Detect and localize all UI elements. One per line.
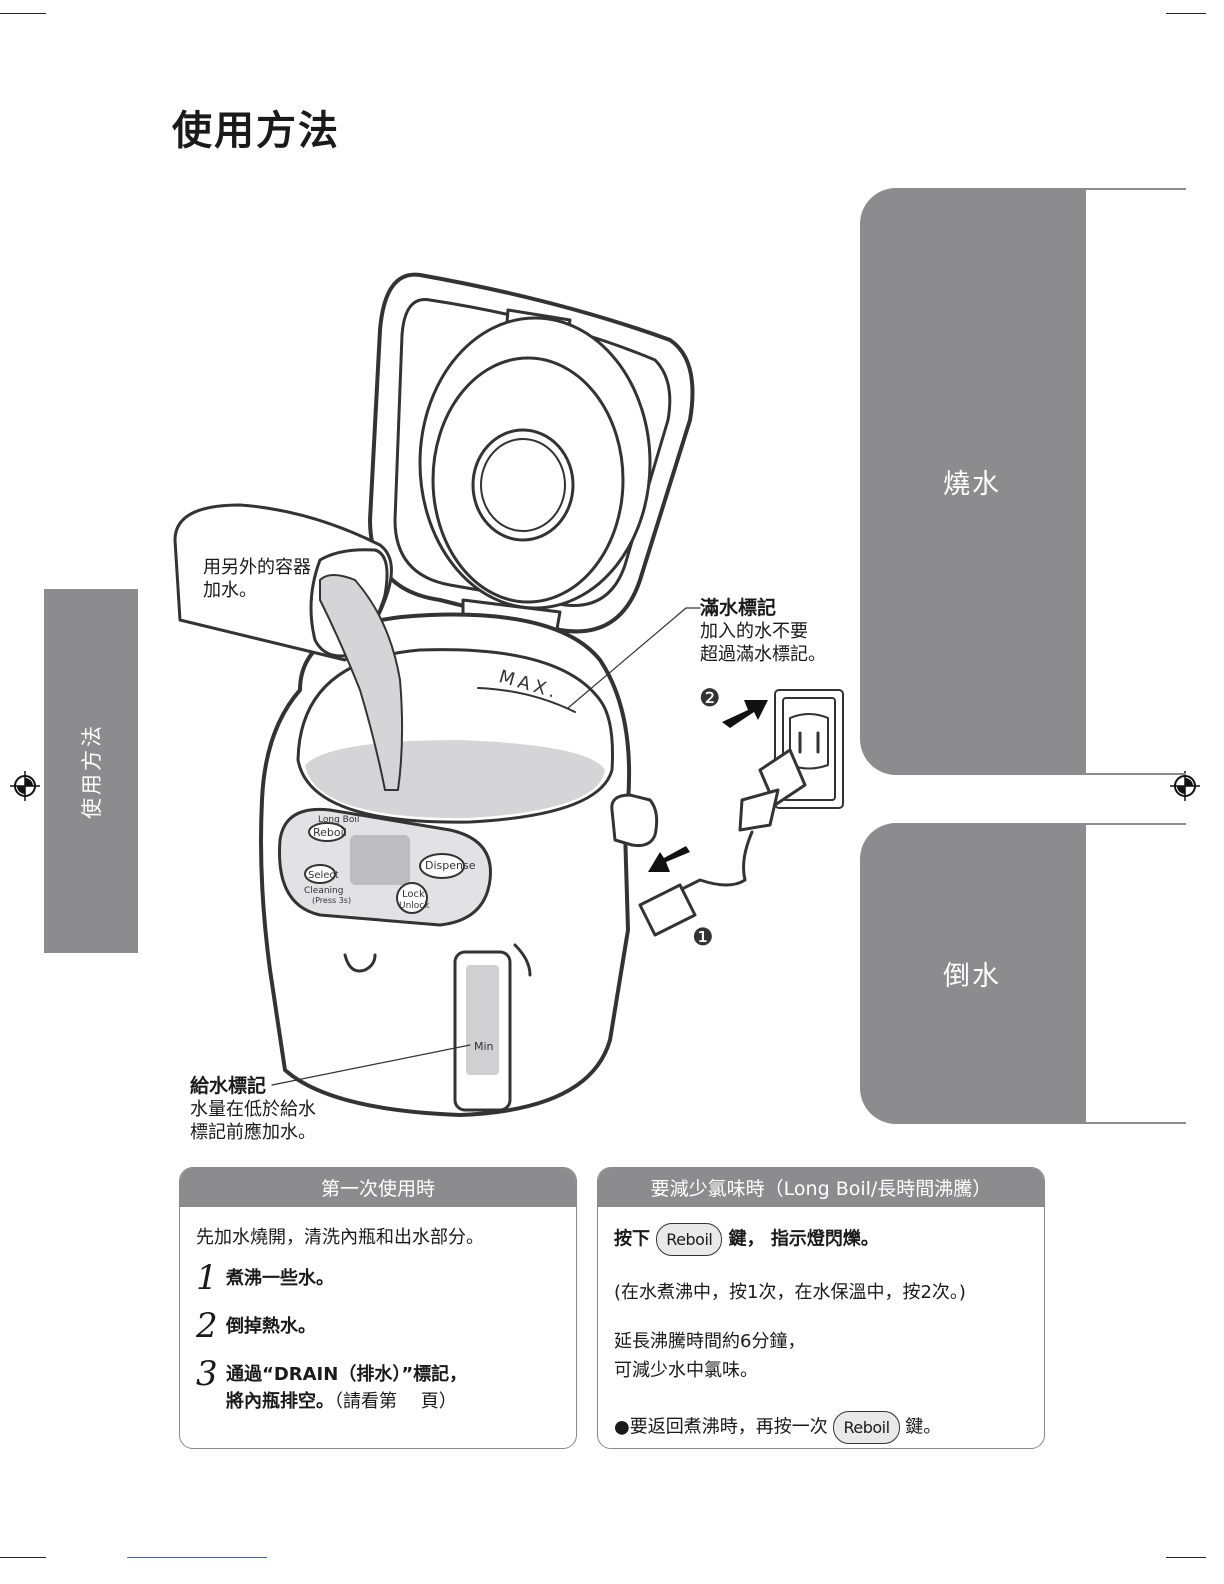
step-line1: 通過“DRAIN（排水）”標記， bbox=[226, 1364, 468, 1385]
tab-rule bbox=[1084, 823, 1186, 825]
long-boil-note: (在水煮沸中，按1次，在水保溫中，按2次。) bbox=[614, 1282, 966, 1303]
return-text: ●要返回煮沸時，再按一次 bbox=[614, 1416, 828, 1438]
first-use-intro: 先加水燒開，清洗內瓶和出水部分。 bbox=[196, 1227, 484, 1248]
reboil-button[interactable]: Reboil bbox=[656, 1223, 723, 1256]
panel-dispense: Dispense bbox=[425, 859, 476, 872]
callout-max-title: 滿水標記 bbox=[700, 597, 777, 619]
callout-min-line2: 標記前應加水。 bbox=[190, 1122, 316, 1143]
footer-rule bbox=[127, 1557, 267, 1558]
press-after-text: 鍵， 指示燈閃爍。 bbox=[728, 1228, 879, 1250]
tab-rule bbox=[1084, 188, 1186, 190]
tab-rule bbox=[1084, 773, 1186, 775]
return-after-text: 鍵。 bbox=[905, 1416, 942, 1438]
crop-mark bbox=[0, 13, 46, 14]
tab-boil-label: 燒水 bbox=[943, 469, 1001, 500]
tab-dispense-label: 倒水 bbox=[943, 961, 1001, 992]
first-use-step: 1 煮沸一些水。 bbox=[196, 1259, 560, 1297]
long-boil-header: 要減少氯味時（Long Boil/長時間沸騰） bbox=[598, 1168, 1044, 1207]
long-boil-box: 要減少氯味時（Long Boil/長時間沸騰） 按下 Reboil 鍵， 指示燈… bbox=[597, 1167, 1045, 1449]
tab-rule bbox=[1084, 1122, 1186, 1124]
first-use-step: 2 倒掉熱水。 bbox=[196, 1307, 560, 1345]
callout-pour: 用另外的容器 加水。 bbox=[203, 556, 311, 602]
step-text: 倒掉熱水。 bbox=[226, 1316, 316, 1337]
panel-press3s: (Press 3s) bbox=[312, 896, 351, 905]
step-number: 1 bbox=[196, 1258, 218, 1298]
step-number: 3 bbox=[196, 1354, 218, 1394]
callout-max-line1: 加入的水不要 bbox=[700, 621, 808, 642]
step-line2: 將內瓶排空。 bbox=[226, 1391, 334, 1412]
first-use-box: 第一次使用時 先加水燒開，清洗內瓶和出水部分。 1 煮沸一些水。 2 倒掉熱水。… bbox=[179, 1167, 577, 1449]
tab-dispense[interactable]: 倒水 bbox=[860, 823, 1084, 1124]
long-boil-instruction: 按下 Reboil 鍵， 指示燈閃爍。 bbox=[614, 1223, 1028, 1256]
long-boil-para-1: 延長沸騰時間約6分鐘， bbox=[614, 1331, 806, 1352]
callout-pour-line1: 用另外的容器 bbox=[203, 557, 311, 578]
panel-lock: Lock bbox=[402, 889, 425, 900]
step-text: 煮沸一些水。 bbox=[226, 1268, 334, 1289]
panel-reboil: Reboil bbox=[313, 826, 347, 839]
crop-mark bbox=[0, 1557, 46, 1558]
press-text: 按下 bbox=[614, 1228, 650, 1250]
registration-mark-icon bbox=[1170, 771, 1200, 801]
step-number: 2 bbox=[196, 1306, 218, 1346]
callout-max-line2: 超過滿水標記。 bbox=[700, 644, 826, 665]
long-boil-return: ●要返回煮沸時，再按一次 Reboil 鍵。 bbox=[614, 1411, 1028, 1444]
panel-long-boil: Long Boil bbox=[318, 815, 359, 825]
step-badge-2: ❷ bbox=[699, 684, 721, 712]
crop-mark bbox=[1166, 13, 1206, 14]
callout-min-title: 給水標記 bbox=[190, 1075, 267, 1097]
panel-unlock: Unlock bbox=[399, 901, 430, 911]
page-title: 使用方法 bbox=[172, 108, 340, 154]
callout-max: 滿水標記 加入的水不要 超過滿水標記。 bbox=[700, 597, 826, 666]
gauge-min: Min bbox=[474, 1040, 494, 1053]
step-text: 通過“DRAIN（排水）”標記， 將內瓶排空。（請看第 頁） bbox=[226, 1355, 467, 1415]
panel-select: Select bbox=[308, 870, 339, 881]
page-reference: （請看第 頁） bbox=[334, 1391, 457, 1412]
callout-min-line1: 水量在低於給水 bbox=[190, 1099, 316, 1120]
registration-mark-icon bbox=[10, 771, 40, 801]
tab-rule bbox=[1084, 823, 1086, 1124]
side-tab-usage[interactable]: 使用方法 bbox=[44, 589, 138, 953]
tab-boil[interactable]: 燒水 bbox=[860, 188, 1084, 775]
first-use-step: 3 通過“DRAIN（排水）”標記， 將內瓶排空。（請看第 頁） bbox=[196, 1355, 560, 1415]
crop-mark bbox=[1166, 1557, 1206, 1558]
tab-rule bbox=[1084, 188, 1086, 775]
first-use-header: 第一次使用時 bbox=[180, 1168, 576, 1207]
reboil-button[interactable]: Reboil bbox=[833, 1411, 900, 1444]
panel-cleaning: Cleaning bbox=[304, 886, 343, 896]
long-boil-para-2: 可減少水中氯味。 bbox=[614, 1360, 758, 1381]
callout-min: 給水標記 水量在低於給水 標記前應加水。 bbox=[190, 1075, 316, 1144]
callout-pour-line2: 加水。 bbox=[203, 580, 257, 601]
step-badge-1: ❶ bbox=[692, 923, 714, 951]
